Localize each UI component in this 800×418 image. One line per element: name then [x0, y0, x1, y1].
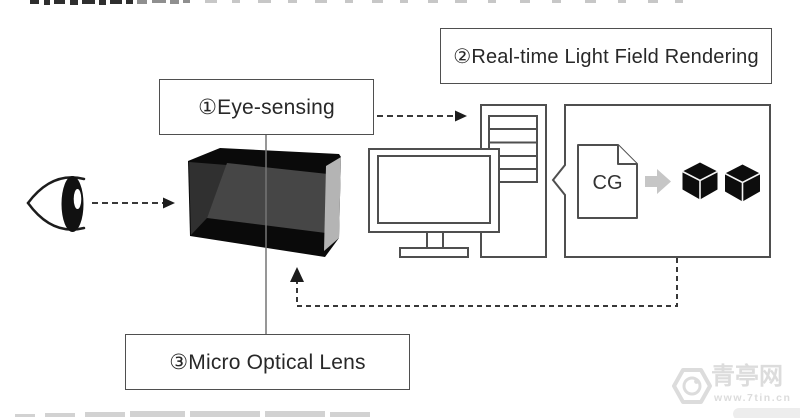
micro-optical-lens-label: ③Micro Optical Lens: [169, 350, 366, 374]
light-field-rendering-label-box: ②Real-time Light Field Rendering: [440, 28, 772, 84]
voxel-cube-icon-2: [724, 164, 761, 202]
cropped-text-remnant-bottom: [15, 408, 800, 418]
transform-arrow-icon: [645, 169, 671, 194]
light-field-rendering-label: ②Real-time Light Field Rendering: [453, 45, 759, 68]
desktop-monitor-icon: [368, 148, 500, 258]
cg-file-label: CG: [592, 171, 623, 194]
watermark-site-url: www.7tin.cn: [714, 392, 792, 404]
cg-file-icon: [577, 144, 638, 219]
lens-block-3d-icon: [188, 148, 341, 257]
eye-sensing-label-box: ①Eye-sensing: [159, 79, 374, 135]
voxel-cube-icon-1: [682, 162, 718, 200]
hexagon-lens-logo-icon: [672, 368, 712, 404]
eye-icon: [26, 176, 86, 232]
eye-to-lens-arrow: [92, 197, 175, 209]
watermark-site-name: 青亭网: [711, 363, 783, 390]
cropped-text-remnant-top: [30, 0, 683, 5]
eye-sensing-label: ①Eye-sensing: [198, 95, 335, 119]
micro-optical-lens-label-box: ③Micro Optical Lens: [125, 334, 410, 390]
eyesensing-to-computer-arrow: [377, 110, 467, 122]
rendering-to-lens-feedback-arrow: [290, 258, 678, 307]
